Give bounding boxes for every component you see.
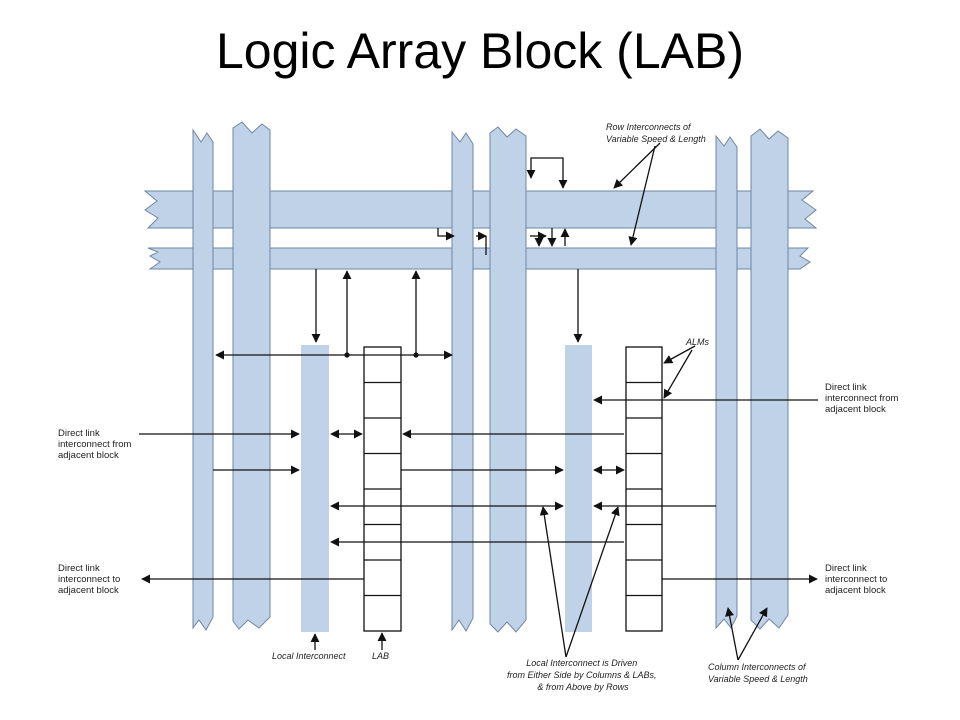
- column-interconnect-2: [232, 121, 271, 630]
- row-interconnects-label: Row Interconnects of Variable Speed & Le…: [606, 122, 706, 144]
- junction-dot-right: [413, 352, 419, 358]
- alms-label: ALMs: [685, 337, 710, 347]
- column-interconnect-5: [715, 134, 738, 630]
- local-interconnect-driven-label: Local Interconnect is Driven from Either…: [507, 658, 659, 692]
- junction-dot-left: [344, 352, 350, 358]
- local-interconnect-left: [301, 345, 329, 632]
- local-interconnect-label: Local Interconnect: [272, 651, 346, 661]
- column-interconnect-1: [192, 128, 214, 631]
- connection-arrows: [139, 142, 818, 661]
- lab-label: LAB: [372, 651, 389, 661]
- direct-link-to-left-label: Direct link interconnect to adjacent blo…: [58, 563, 123, 596]
- lab-alm-stack-left: [363, 346, 402, 632]
- page-title: Logic Array Block (LAB): [216, 23, 744, 79]
- local-interconnect-right: [565, 345, 592, 632]
- direct-link-from-left-label: Direct link interconnect from adjacent b…: [58, 428, 134, 461]
- column-interconnect-6: [750, 128, 789, 630]
- direct-link-from-right-label: Direct link interconnect from adjacent b…: [825, 382, 901, 415]
- column-interconnects-label: Column Interconnects of Variable Speed &…: [708, 662, 808, 684]
- row-interconnect-lower: [147, 247, 811, 270]
- row-interconnect-upper: [143, 190, 818, 229]
- lab-alm-stack-right: [625, 346, 663, 632]
- column-interconnect-4: [489, 126, 527, 633]
- direct-link-to-right-label: Direct link interconnect to adjacent blo…: [825, 563, 890, 596]
- column-interconnect-3: [451, 130, 474, 632]
